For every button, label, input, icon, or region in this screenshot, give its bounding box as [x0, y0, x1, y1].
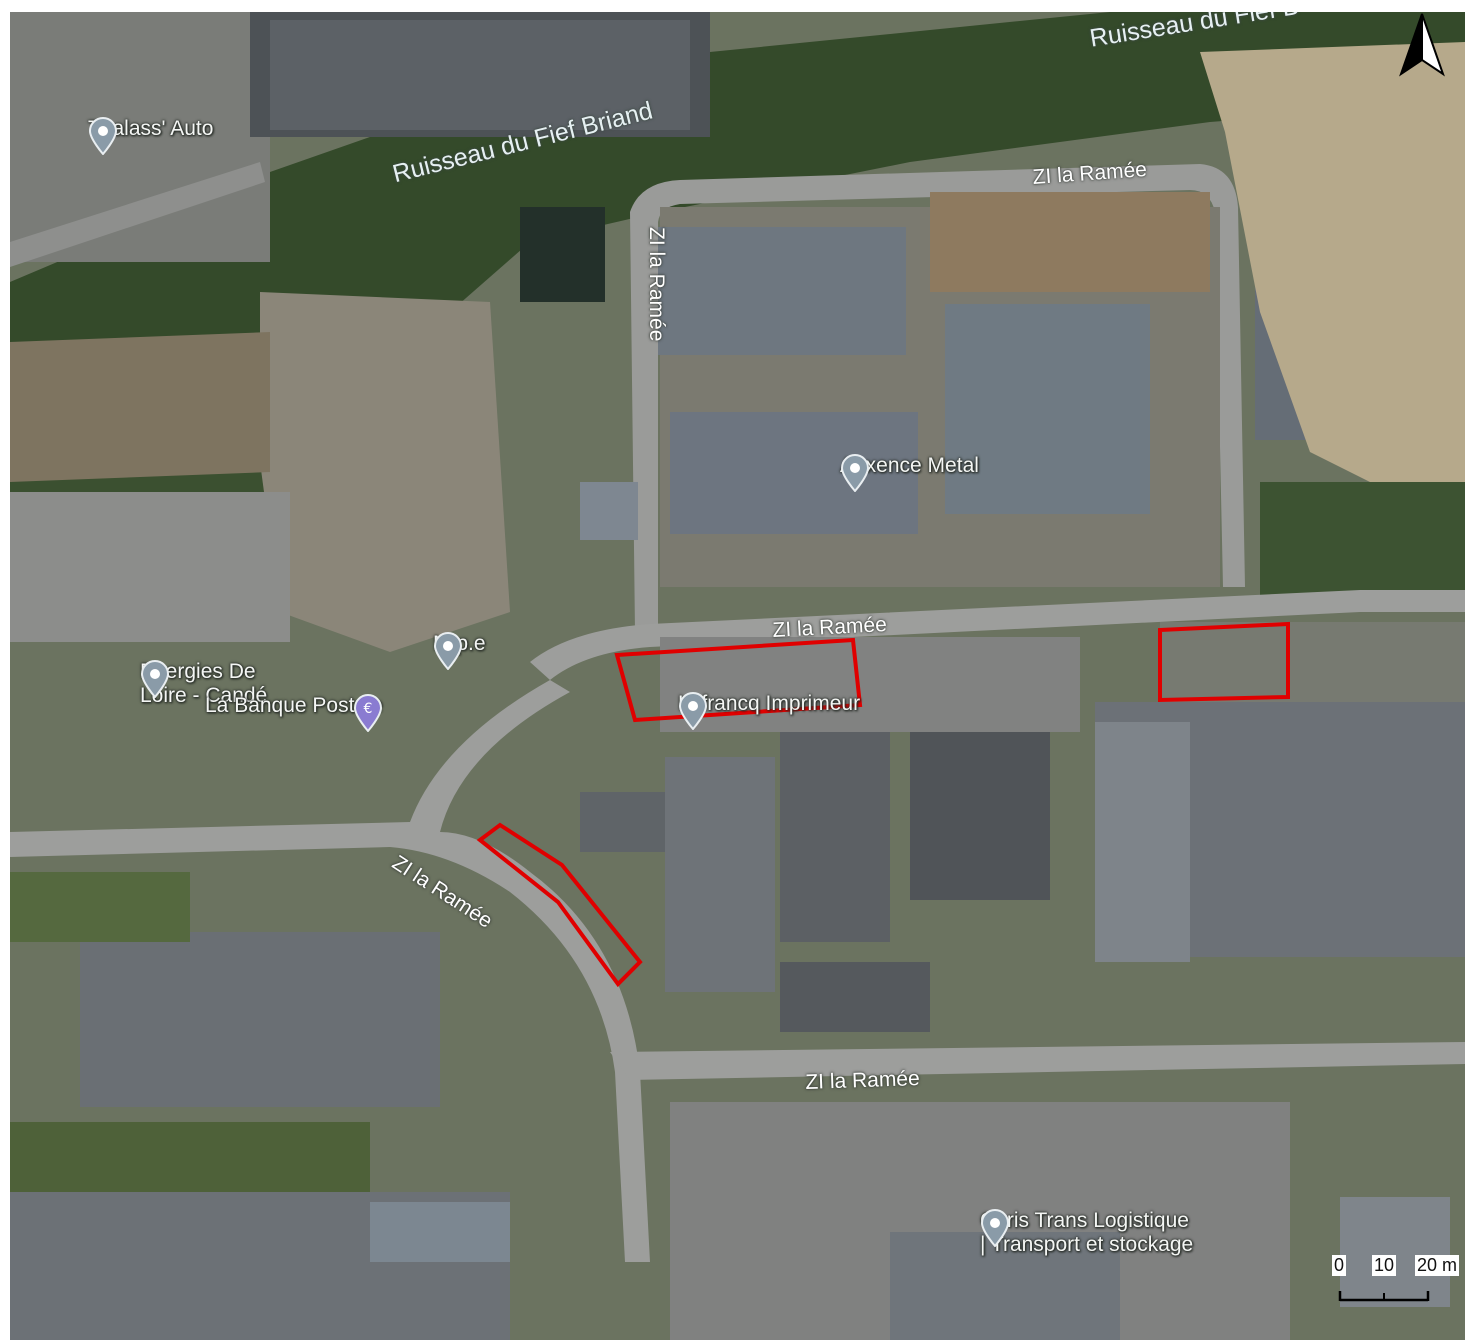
poi-label: La Banque Postale — [205, 694, 383, 717]
poi-label-line: Loire - Candé — [140, 684, 268, 707]
poi-energies-de-loire[interactable]: Energies De Loire - Candé — [140, 660, 267, 708]
poi-lefrancq-imprimeur[interactable]: Lefrancq Imprimeur — [678, 692, 861, 730]
poi-thalass-auto[interactable]: Thalass' Auto — [88, 117, 214, 155]
north-arrow-icon — [1399, 13, 1445, 77]
scale-label-0: 0 — [1332, 1255, 1347, 1276]
poi-label-line: Energies De — [140, 660, 256, 683]
highlighted-area — [476, 822, 643, 988]
poi-label: Thalass' Auto — [88, 117, 214, 140]
scale-label-10: 10 — [1372, 1255, 1397, 1276]
svg-text:€: € — [364, 701, 373, 717]
scale-bar-line — [1338, 1291, 1430, 1302]
road-label: ZI la Ramée — [645, 227, 668, 342]
highlighted-area — [614, 637, 863, 723]
map-pin-icon — [88, 117, 118, 155]
map-pin-icon — [980, 1209, 1010, 1247]
poi-auxence-metal[interactable]: Auxence Metal — [840, 454, 979, 492]
aerial-imagery — [10, 12, 1465, 1340]
map-pin-icon — [433, 632, 463, 670]
map-pin-icon — [678, 692, 708, 730]
scale-bar: 0 10 20 m — [1330, 1255, 1465, 1315]
poi-label: Lefrancq Imprimeur — [678, 692, 861, 715]
highlighted-area — [1158, 621, 1290, 703]
map-pin-icon — [840, 454, 870, 492]
poi-label: Auxence Metal — [840, 454, 979, 477]
poi-label-line: Chris Trans Logistique — [980, 1209, 1189, 1232]
poi-chris-trans-logistique[interactable]: Chris Trans Logistique | Transport et st… — [980, 1209, 1193, 1257]
poi-mpe[interactable]: M.p.e — [433, 632, 486, 670]
euro-pin-icon: € — [353, 694, 383, 732]
poi-la-banque-postale[interactable]: € La Banque Postale — [205, 694, 383, 732]
poi-label-line: | Transport et stockage — [980, 1233, 1194, 1256]
scale-label-20: 20 m — [1415, 1255, 1460, 1276]
road-label: ZI la Ramée — [804, 1067, 921, 1094]
map-pin-icon — [140, 660, 170, 698]
map-view[interactable]: Ruisseau du Fief Briand Ruisseau du Fief… — [10, 12, 1465, 1340]
